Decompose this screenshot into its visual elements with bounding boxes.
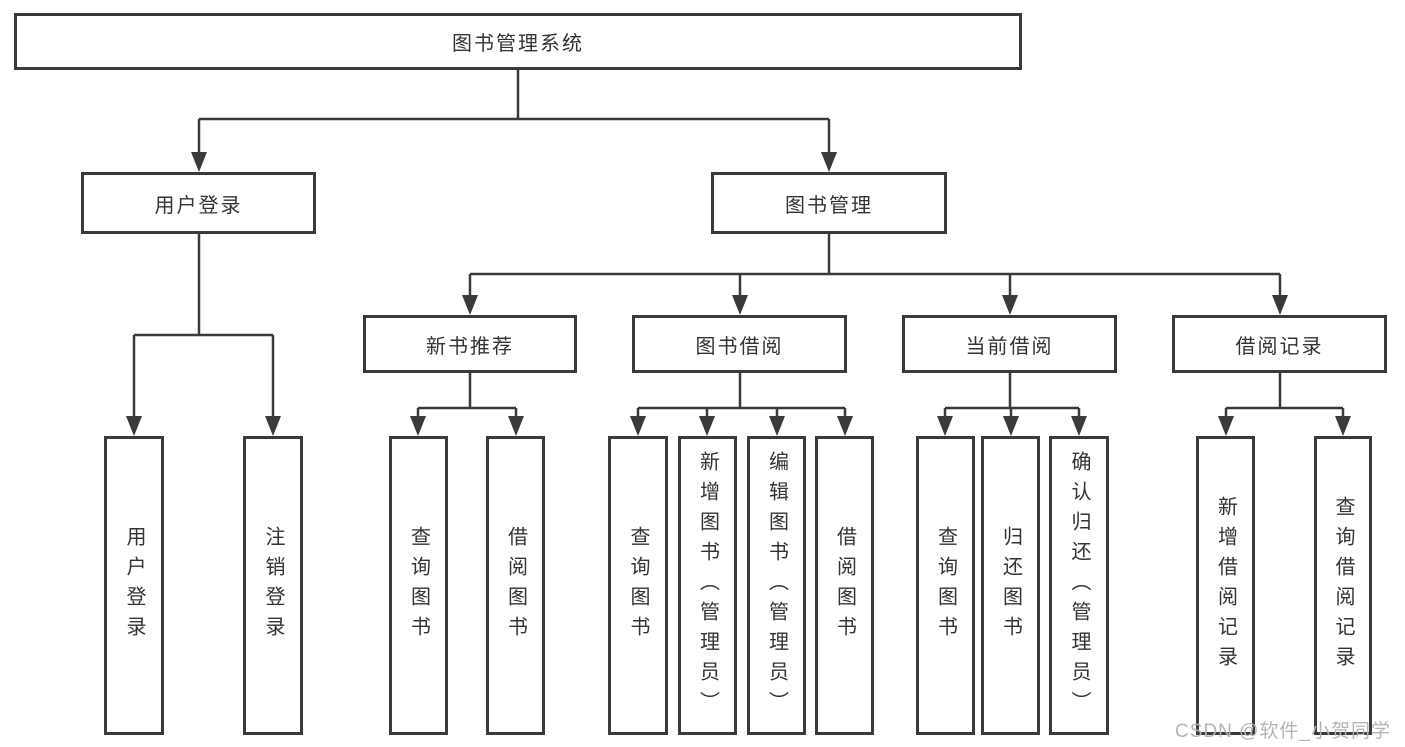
- leaf-nb-borrow-books: 借阅图书: [486, 436, 545, 735]
- leaf-bb-edit-books-admin: 编辑图书（管理员）: [747, 436, 806, 735]
- leaf-nb-query-books: 查询图书: [389, 436, 448, 735]
- node-root-system: 图书管理系统: [14, 13, 1022, 70]
- leaf-bb-add-books-admin: 新增图书（管理员）: [678, 436, 737, 735]
- leaf-br-add-record: 新增借阅记录: [1196, 436, 1255, 735]
- node-borrowing-records: 借阅记录: [1172, 315, 1387, 373]
- arrowheads: [126, 152, 1351, 436]
- leaf-bb-query-books: 查询图书: [608, 436, 668, 735]
- leaf-bb-borrow-books: 借阅图书: [815, 436, 874, 735]
- leaf-cb-query-books: 查询图书: [916, 436, 975, 735]
- node-current-borrowing: 当前借阅: [902, 315, 1117, 373]
- node-book-borrowing: 图书借阅: [632, 315, 847, 373]
- leaf-cb-confirm-return-admin: 确认归还（管理员）: [1049, 436, 1109, 735]
- node-new-book-recommend: 新书推荐: [363, 315, 577, 373]
- watermark: CSDN @软件_小贺同学: [1175, 721, 1391, 742]
- node-book-management: 图书管理: [711, 172, 947, 234]
- leaf-br-query-record: 查询借阅记录: [1314, 436, 1372, 735]
- leaf-logout: 注销登录: [243, 436, 303, 735]
- leaf-user-login: 用户登录: [104, 436, 164, 735]
- node-user-login: 用户登录: [81, 172, 316, 234]
- leaf-cb-return-books: 归还图书: [981, 436, 1040, 735]
